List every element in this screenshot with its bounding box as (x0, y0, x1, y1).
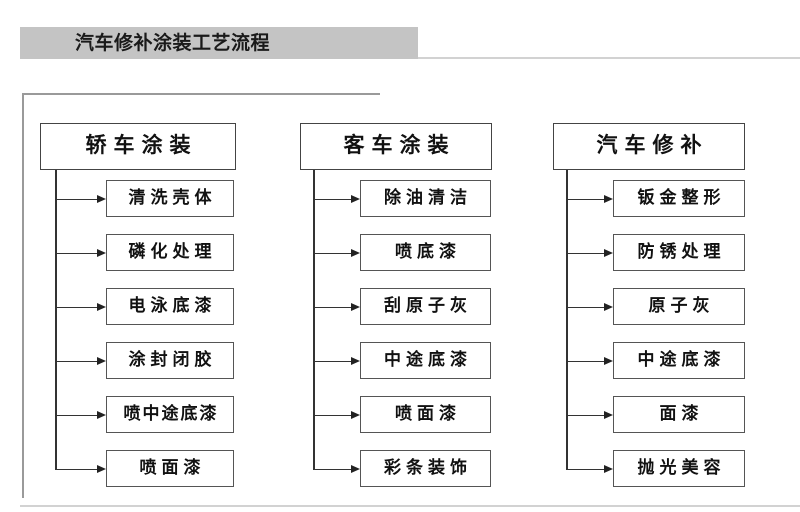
connector-trunk (566, 170, 568, 469)
group-title-box[interactable]: 轿车涂装 (40, 123, 236, 170)
diagram-frame-top-rule (22, 93, 380, 95)
arrow-right-icon (351, 302, 360, 311)
arrow-right-icon (351, 464, 360, 473)
connector-trunk (55, 170, 57, 469)
connector-branch (55, 468, 97, 470)
group-title-box[interactable]: 客车涂装 (300, 123, 492, 170)
process-step-box[interactable]: 涂封闭胶 (106, 342, 234, 379)
process-step-box[interactable]: 磷化处理 (106, 234, 234, 271)
arrow-right-icon (604, 194, 613, 203)
arrow-right-icon (351, 248, 360, 257)
process-step-box[interactable]: 防锈处理 (613, 234, 745, 271)
diagram-frame-left-rule (22, 93, 24, 498)
process-step-box[interactable]: 清洗壳体 (106, 180, 234, 217)
connector-branch (566, 198, 604, 200)
arrow-right-icon (351, 194, 360, 203)
connector-branch (55, 306, 97, 308)
process-step-box[interactable]: 原子灰 (613, 288, 745, 325)
process-step-box[interactable]: 喷面漆 (106, 450, 234, 487)
connector-branch (55, 414, 97, 416)
arrow-right-icon (97, 194, 106, 203)
process-step-box[interactable]: 喷面漆 (360, 396, 491, 433)
arrow-right-icon (604, 410, 613, 419)
process-step-box[interactable]: 刮原子灰 (360, 288, 491, 325)
process-step-box[interactable]: 抛光美容 (613, 450, 745, 487)
arrow-right-icon (97, 248, 106, 257)
connector-branch (566, 468, 604, 470)
arrow-right-icon (604, 356, 613, 365)
connector-branch (313, 198, 351, 200)
process-step-box[interactable]: 除油清洁 (360, 180, 491, 217)
arrow-right-icon (351, 356, 360, 365)
process-step-box[interactable]: 钣金整形 (613, 180, 745, 217)
page-title: 汽车修补涂装工艺流程 (75, 32, 271, 54)
connector-branch (566, 414, 604, 416)
header-banner (20, 27, 418, 59)
connector-branch (313, 252, 351, 254)
arrow-right-icon (97, 464, 106, 473)
page-bottom-divider (20, 505, 800, 507)
connector-branch (55, 198, 97, 200)
group-title-box[interactable]: 汽车修补 (553, 123, 745, 170)
connector-branch (566, 360, 604, 362)
connector-branch (313, 414, 351, 416)
process-step-box[interactable]: 喷底漆 (360, 234, 491, 271)
process-step-box[interactable]: 彩条装饰 (360, 450, 491, 487)
header-divider (418, 57, 800, 59)
arrow-right-icon (97, 410, 106, 419)
connector-branch (566, 306, 604, 308)
process-step-box[interactable]: 喷中途底漆 (106, 396, 234, 433)
process-step-box[interactable]: 中途底漆 (360, 342, 491, 379)
connector-branch (55, 252, 97, 254)
process-step-box[interactable]: 中途底漆 (613, 342, 745, 379)
arrow-right-icon (97, 302, 106, 311)
arrow-right-icon (604, 464, 613, 473)
arrow-right-icon (97, 356, 106, 365)
arrow-right-icon (604, 302, 613, 311)
connector-trunk (313, 170, 315, 469)
connector-branch (566, 252, 604, 254)
arrow-right-icon (604, 248, 613, 257)
connector-branch (313, 360, 351, 362)
process-step-box[interactable]: 面漆 (613, 396, 745, 433)
process-step-box[interactable]: 电泳底漆 (106, 288, 234, 325)
arrow-right-icon (351, 410, 360, 419)
connector-branch (55, 360, 97, 362)
connector-branch (313, 306, 351, 308)
connector-branch (313, 468, 351, 470)
